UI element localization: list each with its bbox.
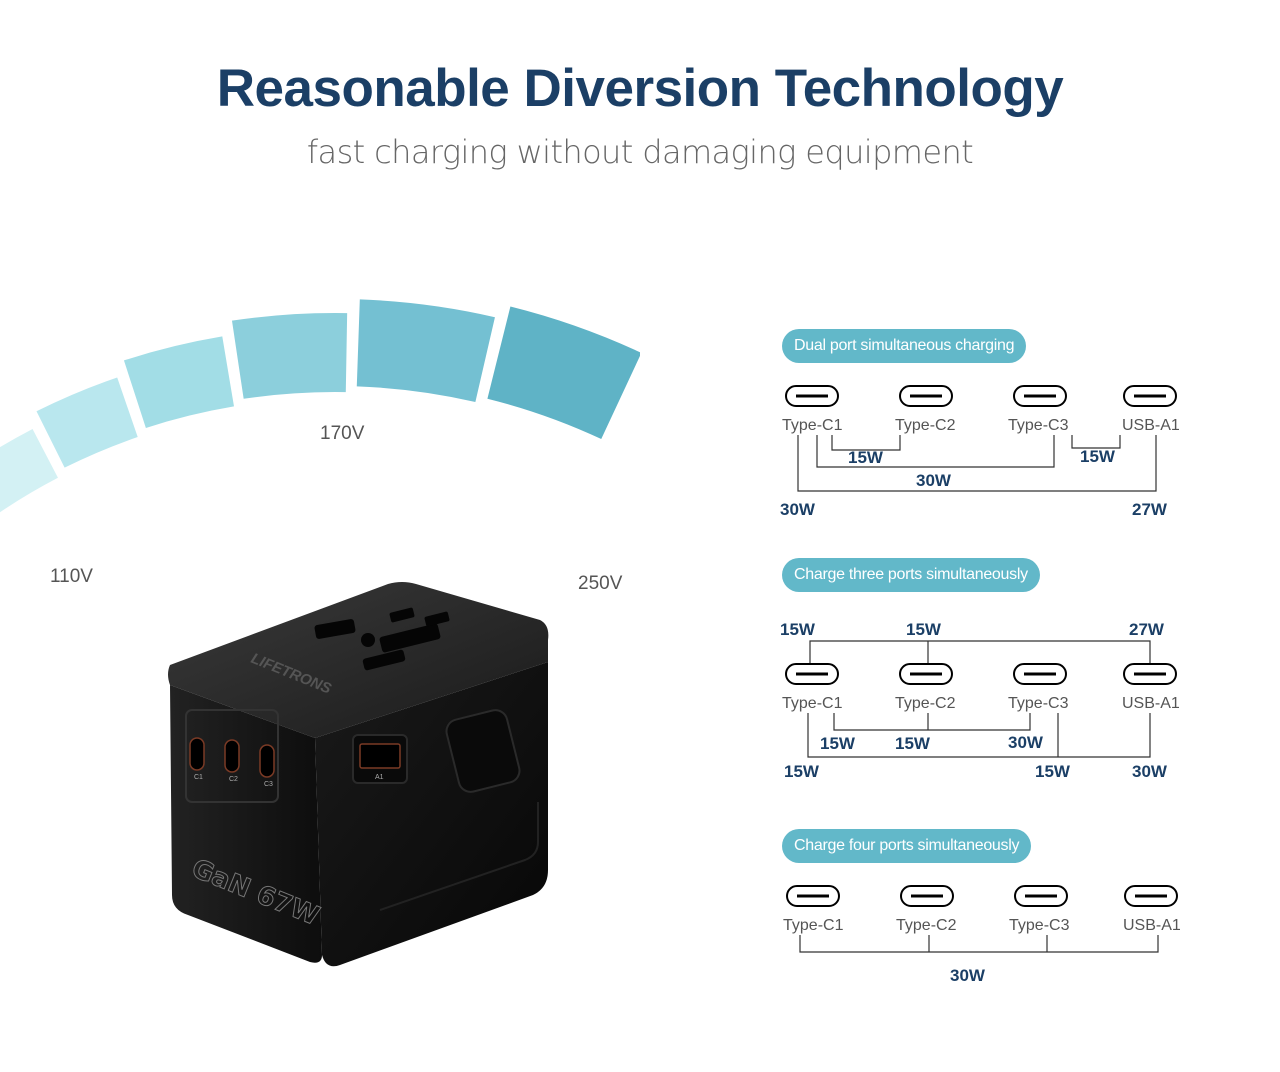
top-a1-wattage: 27W xyxy=(1129,620,1165,639)
usb-c-port-panel xyxy=(185,709,279,803)
type-c3-label: Type-C3 xyxy=(1009,917,1070,934)
gauge-segment xyxy=(123,336,234,428)
gauge-segment xyxy=(231,313,348,399)
voltage-gauge xyxy=(0,299,640,513)
section-dual-port: Dual port simultaneous charging Type-C1 … xyxy=(760,329,1230,529)
type-c3-port-icon xyxy=(1013,385,1067,407)
c2-port-label: C2 xyxy=(229,776,238,783)
gauge-segment xyxy=(356,299,495,402)
usb-a1-label: USB-A1 xyxy=(1122,695,1180,712)
c1-a1-a1-wattage: 27W xyxy=(1132,500,1168,519)
usb-a1-label: USB-A1 xyxy=(1122,417,1180,434)
type-c2-port xyxy=(224,739,240,773)
usb-a1-port-icon xyxy=(1123,663,1177,685)
top-c1-wattage: 15W xyxy=(780,620,816,639)
charger-device-image: LIFETRONS C1 C2 C3 A1 GaN 67W xyxy=(168,582,549,967)
type-c3-label: Type-C3 xyxy=(1008,695,1069,712)
mid-c2-wattage: 15W xyxy=(895,734,931,753)
c3-port-label: C3 xyxy=(264,781,273,788)
type-c1-label: Type-C1 xyxy=(782,695,843,712)
three-ports-diagram: 15W 15W 27W Type-C1 Type-C2 Type-C3 USB-… xyxy=(780,620,1180,781)
c1-port-label: C1 xyxy=(194,774,203,781)
plug-slider-switch xyxy=(445,709,521,793)
bottom-c3-wattage: 15W xyxy=(1035,762,1071,781)
bottom-c1-wattage: 15W xyxy=(784,762,820,781)
type-c1-port-icon xyxy=(786,885,840,907)
usb-a1-label: USB-A1 xyxy=(1123,917,1181,934)
usb-a1-port xyxy=(359,743,401,769)
socket-icon xyxy=(314,607,450,671)
dual-port-diagram: Type-C1 Type-C2 Type-C3 USB-A1 15W 15W 3… xyxy=(780,385,1180,519)
voltage-mid-label: 170V xyxy=(320,423,365,444)
three-ports-title: Charge three ports simultaneously xyxy=(782,558,1040,592)
voltage-high-label: 250V xyxy=(578,573,623,594)
gauge-segment xyxy=(36,377,138,468)
page-subtitle: fast charging without damaging equipment xyxy=(306,133,974,171)
usb-a1-port-icon xyxy=(1123,385,1177,407)
voltage-low-label: 110V xyxy=(50,566,93,587)
charger-front-face xyxy=(170,685,322,963)
top-c2-wattage: 15W xyxy=(906,620,942,639)
type-c3-port xyxy=(259,744,275,778)
four-ports-title: Charge four ports simultaneously xyxy=(782,829,1032,863)
section-four-ports: Charge four ports simultaneously Type-C1… xyxy=(760,829,1230,999)
type-c2-label: Type-C2 xyxy=(895,695,956,712)
type-c1-port-icon xyxy=(785,385,839,407)
type-c2-port-icon xyxy=(899,385,953,407)
usb-a1-port-icon xyxy=(1124,885,1178,907)
type-c1-label: Type-C1 xyxy=(783,917,844,934)
charger-top-face xyxy=(168,582,549,738)
c1-c2-wattage: 15W xyxy=(848,448,884,467)
type-c2-port-icon xyxy=(900,885,954,907)
mid-c1-wattage: 15W xyxy=(820,734,856,753)
type-c3-port-icon xyxy=(1014,885,1068,907)
section-three-ports: Charge three ports simultaneously 15W 15… xyxy=(760,558,1230,788)
type-c2-port-icon xyxy=(899,663,953,685)
four-ports-diagram: Type-C1 Type-C2 Type-C3 USB-A1 30W xyxy=(783,885,1181,985)
c1-a1-c1-wattage: 30W xyxy=(780,500,816,519)
type-c1-port xyxy=(189,737,205,771)
type-c1-port-icon xyxy=(785,663,839,685)
mid-c3-wattage: 30W xyxy=(1008,733,1044,752)
type-c3-label: Type-C3 xyxy=(1008,417,1069,434)
four-ports-total-wattage: 30W xyxy=(950,966,986,985)
dual-port-title: Dual port simultaneous charging xyxy=(782,329,1027,363)
type-c2-label: Type-C2 xyxy=(895,417,956,434)
page-title: Reasonable Diversion Technology xyxy=(216,59,1064,118)
type-c1-label: Type-C1 xyxy=(782,417,843,434)
c1-c3-wattage: 30W xyxy=(916,471,952,490)
gauge-segment xyxy=(487,306,640,440)
c3-a1-wattage: 15W xyxy=(1080,447,1116,466)
bottom-a1-wattage: 30W xyxy=(1132,762,1168,781)
a1-port-label: A1 xyxy=(375,774,384,781)
type-c2-label: Type-C2 xyxy=(896,917,957,934)
gauge-segment xyxy=(0,429,58,513)
type-c3-port-icon xyxy=(1013,663,1067,685)
